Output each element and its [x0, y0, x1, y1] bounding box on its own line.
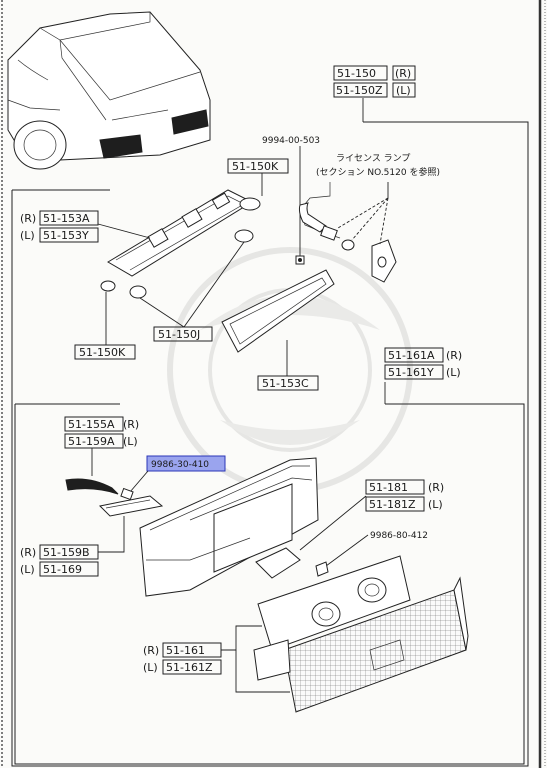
lens-callout: 51-161A (R) 51-161Y (L) — [384, 347, 462, 380]
socket-l-label: 51-153Y — [43, 229, 89, 242]
reflector-a-r-label: 51-155A — [68, 418, 115, 431]
reflector-a-r-side: (R) — [123, 418, 139, 431]
molding-r-label: 51-159B — [43, 546, 90, 559]
assy-r-label: 51-150 — [337, 67, 376, 80]
lens-l-side: (L) — [446, 366, 461, 379]
highlighted-part-callout[interactable]: 9986-30-410 — [120, 455, 226, 501]
lens-r-side: (R) — [446, 349, 462, 362]
gasket: 51-153C — [221, 269, 335, 391]
license-note-1: ライセンス ランプ — [336, 153, 410, 164]
reflector-callout: 51-155A (R) 51-159A (L) — [64, 416, 139, 495]
socket-plate — [100, 189, 261, 299]
reflector-a-l-side: (L) — [123, 435, 138, 448]
assembly-frame-lens — [14, 403, 525, 765]
pad-r-label: 51-181 — [369, 481, 408, 494]
assy-l-label: 51-150Z — [336, 84, 383, 97]
pad-callout: 51-181 (R) 51-181Z (L) — [299, 479, 444, 551]
bulb-left-label: 51-150K — [79, 346, 126, 359]
watermark-logo — [167, 247, 413, 493]
bulb-top-callout: 51-150K — [227, 158, 289, 196]
molding: (R) 51-159B (L) 51-169 — [20, 495, 164, 577]
molding-r-side: (R) — [20, 546, 36, 559]
lens-r-label: 51-161A — [388, 349, 435, 362]
molding-l-side: (L) — [20, 563, 35, 576]
socket-r-label: 51-153A — [43, 212, 90, 225]
assembly-callout: 51-150 (R) 51-150Z (L) — [333, 65, 416, 98]
bulb-group-callout: 51-150J — [139, 241, 245, 342]
assembly-frame-upper — [11, 121, 529, 767]
housing: (R) 51-161 (L) 51-161Z — [143, 555, 469, 713]
housing-r-side: (R) — [143, 644, 159, 657]
assy-l-side: (L) — [396, 84, 411, 97]
housing-l-label: 51-161Z — [166, 661, 213, 674]
pad-l-label: 51-181Z — [369, 498, 416, 511]
pad-l-side: (L) — [428, 498, 443, 511]
lens-l-label: 51-161Y — [388, 366, 434, 379]
license-note-2: (セクション NO.5120 を参照) — [316, 166, 440, 178]
license-lamp-note: ライセンス ランプ (セクション NO.5120 を参照) — [298, 153, 440, 283]
bulb-left-callout: 51-150K — [74, 292, 136, 360]
highlight-box — [146, 455, 226, 472]
gasket-label: 51-153C — [262, 377, 309, 390]
reflector-a-l-label: 51-159A — [68, 435, 115, 448]
socket-l-side: (L) — [20, 229, 35, 242]
housing-r-label: 51-161 — [166, 644, 205, 657]
bulb-group-label: 51-150J — [158, 328, 200, 341]
lens-body — [139, 457, 319, 597]
bulb-top-label: 51-150K — [232, 160, 279, 173]
bolt-top-label: 9994-00-503 — [262, 136, 320, 146]
socket-callout: (R) 51-153A (L) 51-153Y — [20, 210, 151, 243]
housing-l-side: (L) — [143, 661, 158, 674]
pad-r-side: (R) — [428, 481, 444, 494]
assy-r-side: (R) — [395, 67, 411, 80]
molding-l-label: 51-169 — [43, 563, 82, 576]
bolt-callout: 9994-00-503 — [262, 136, 320, 265]
screw-callout: 9986-80-412 — [315, 531, 428, 577]
car-rear-illustration — [7, 11, 211, 170]
screw-label: 9986-80-412 — [370, 531, 428, 541]
socket-r-side: (R) — [20, 212, 36, 225]
highlighted-part-label: 9986-30-410 — [151, 460, 209, 470]
